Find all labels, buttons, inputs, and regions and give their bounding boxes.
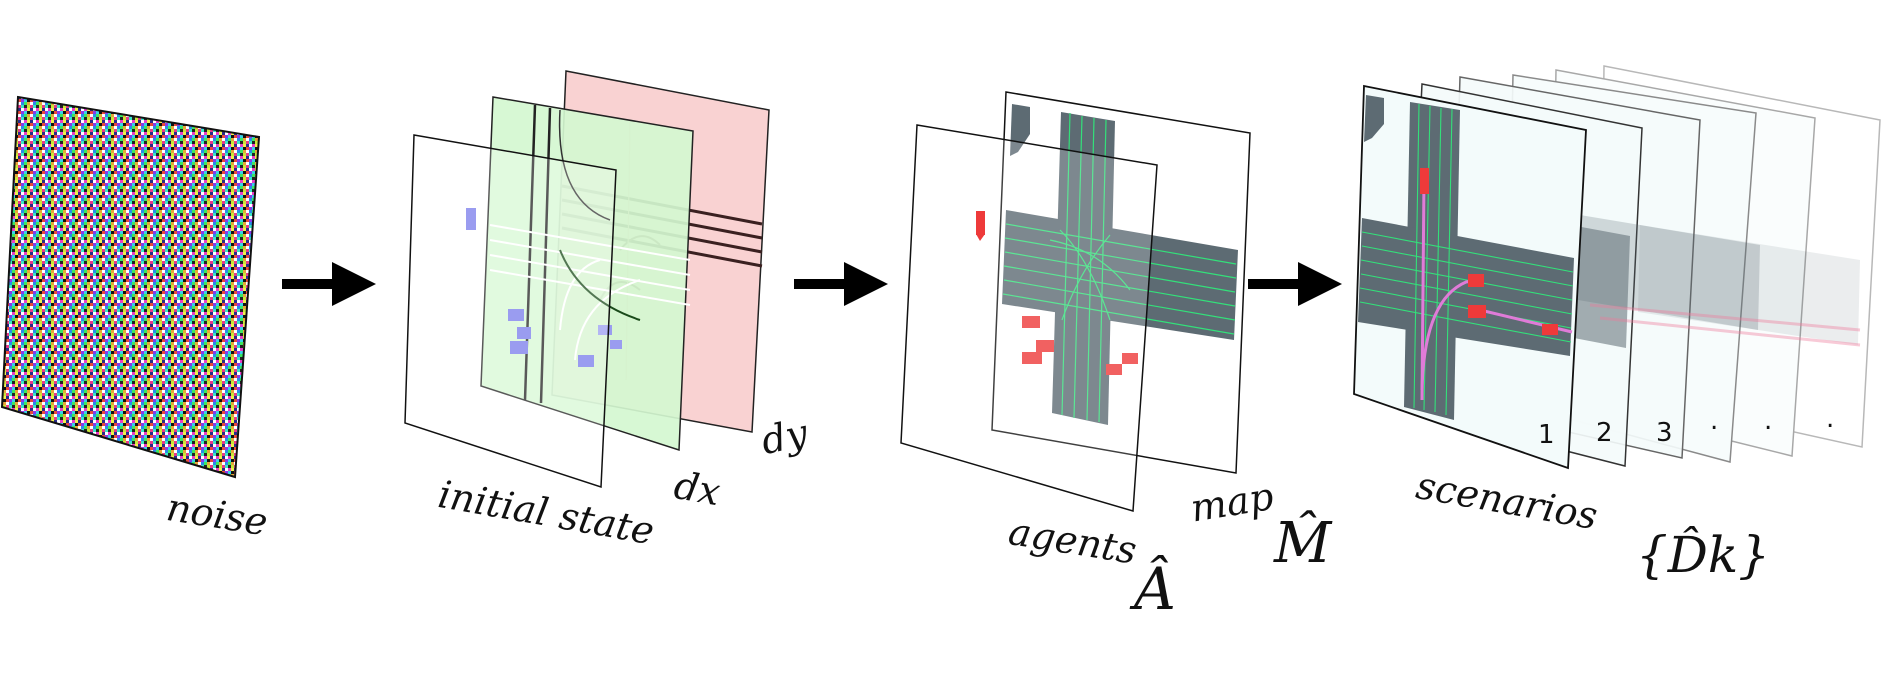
arrow-2	[794, 262, 888, 306]
scenario-index-1: 1	[1538, 420, 1555, 450]
agents-symbol: Â	[1134, 555, 1176, 623]
agent-m-4	[1106, 364, 1122, 375]
scenarios-symbol: {D̂k}	[1636, 526, 1771, 584]
dx-plane	[480, 96, 694, 452]
scenario-stack	[1353, 65, 1881, 470]
agent-initial-4	[510, 341, 528, 354]
noise-plane	[0, 95, 261, 479]
agents-plane	[900, 124, 1158, 512]
agent-initial-2	[508, 309, 524, 321]
agent-m-2	[1036, 340, 1054, 352]
scenario-index-5: .	[1764, 406, 1773, 436]
scenario-index-3: 3	[1656, 418, 1673, 448]
agent-m-5	[1122, 353, 1138, 364]
initial-state-plane	[404, 134, 617, 489]
agent-m-1	[1022, 316, 1040, 328]
label-dx: dx	[670, 463, 724, 515]
agent-initial-3	[517, 327, 531, 339]
label-dy: dy	[757, 410, 812, 464]
agent-m-3	[1022, 352, 1042, 364]
agent-a-1	[976, 211, 985, 235]
agent-initial-1	[466, 208, 476, 230]
scenario-index-2: 2	[1596, 418, 1613, 448]
map-symbol: M̂	[1274, 511, 1332, 576]
agent-s-1	[1420, 168, 1429, 194]
map-plane	[991, 91, 1251, 474]
scenario-index-4: .	[1710, 406, 1719, 436]
arrow-1	[282, 262, 376, 306]
arrow-3	[1248, 262, 1342, 306]
agent-s-2	[1468, 274, 1484, 287]
agent-s-3	[1468, 305, 1486, 318]
agent-s-4	[1542, 324, 1558, 335]
scenario-plane-1	[1353, 84, 1587, 470]
scenario-index-6: .	[1826, 404, 1835, 434]
agent-initial-5	[578, 355, 594, 367]
